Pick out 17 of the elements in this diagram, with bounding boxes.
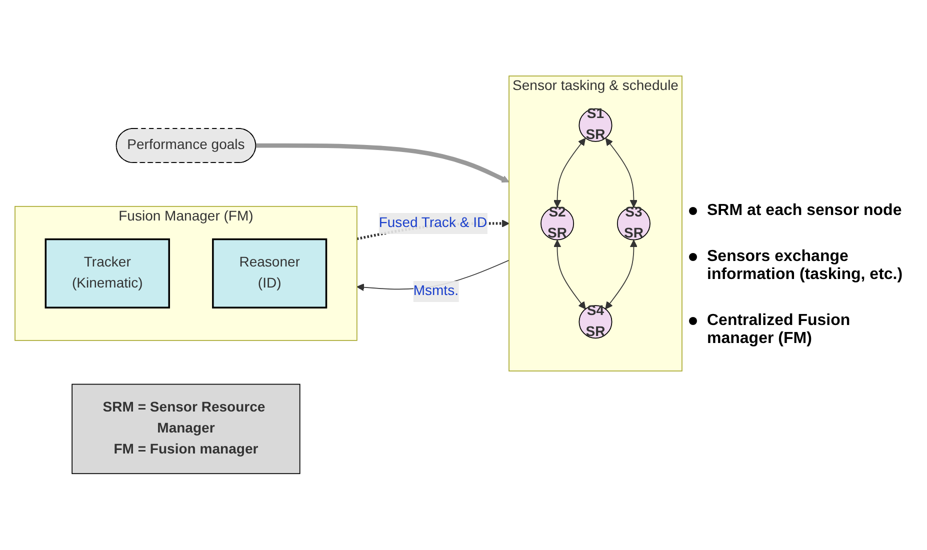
node-box: SRM = Sensor Resource Manager FM = Fusion manager <box>72 384 300 474</box>
bullet-text: Sensors exchange information (tasking, etc.) <box>707 248 904 284</box>
edge-label: Msmts. <box>413 284 458 299</box>
arrow <box>605 240 638 310</box>
node-circle: S4 SR <box>578 305 612 339</box>
bullet-text: SRM at each sensor node <box>707 202 902 220</box>
edge-label: Fused Track & ID <box>378 216 488 231</box>
arrow <box>256 144 510 183</box>
arrow <box>553 138 586 208</box>
bullet-text: Centralized Fusion manager (FM) <box>707 312 852 348</box>
node-box: Tracker (Kinematic) <box>44 238 170 309</box>
arrow <box>605 138 638 208</box>
node-box: Reasoner (ID) <box>212 238 328 309</box>
node-circle: S1 SR <box>578 108 612 142</box>
node-circle: S2 SR <box>540 206 574 240</box>
node-circle: S3 SR <box>616 206 650 240</box>
arrow <box>553 240 586 310</box>
